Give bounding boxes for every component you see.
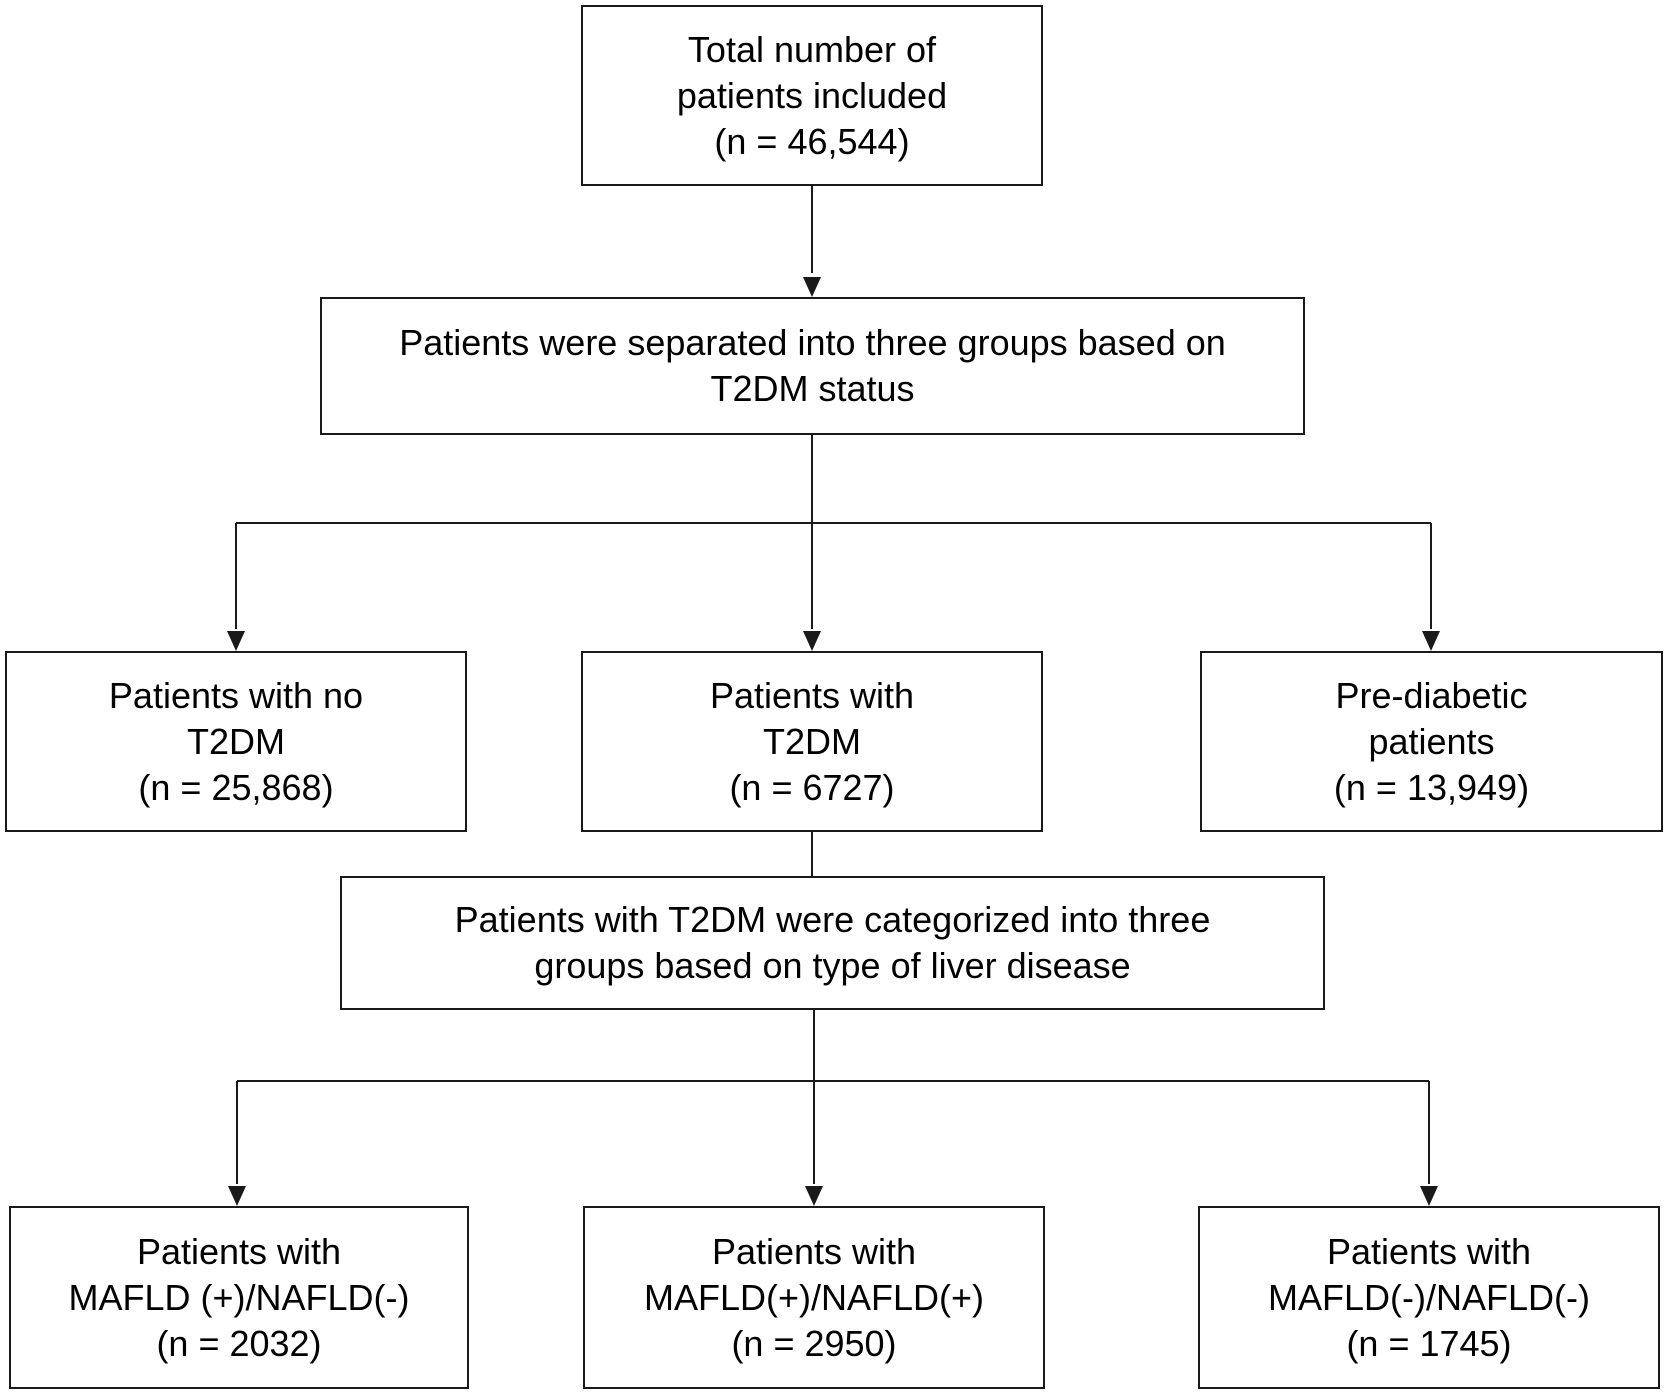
prediabetic-line-1: Pre-diabetic <box>1335 674 1528 716</box>
with-t2dm-line-2: T2DM <box>763 720 861 762</box>
prediabetic-box: Pre-diabetic patients (n = 13,949) <box>1200 651 1663 832</box>
no-t2dm-count: (n = 25,868) <box>138 766 334 808</box>
no-t2dm-line-2: T2DM <box>187 720 285 762</box>
neither-count: (n = 1745) <box>1346 1322 1512 1364</box>
categorization-line-2: groups based on type of liver disease <box>534 945 1131 986</box>
mafld-only-line-2: MAFLD (+)/NAFLD(-) <box>68 1276 410 1318</box>
mafld-only-line-1: Patients with <box>136 1230 342 1272</box>
no-t2dm-line-1: Patients with no <box>108 674 364 716</box>
separation-box: Patients were separated into three group… <box>320 297 1305 435</box>
neither-line-1: Patients with <box>1326 1230 1532 1272</box>
arrowhead-to-mafld-nafld <box>805 1186 823 1206</box>
total-patients-line-2: patients included <box>676 74 948 116</box>
mafld-nafld-line-2: MAFLD(+)/NAFLD(+) <box>643 1276 985 1318</box>
prediabetic-line-2: patients <box>1368 720 1495 762</box>
mafld-nafld-count: (n = 2950) <box>731 1322 897 1364</box>
with-t2dm-line-1: Patients with <box>709 674 915 716</box>
categorization-box: Patients with T2DM were categorized into… <box>340 876 1325 1010</box>
total-patients-count: (n = 46,544) <box>714 120 910 162</box>
with-t2dm-box: Patients with T2DM (n = 6727) <box>581 651 1043 832</box>
total-patients-box: Total number of patients included (n = 4… <box>581 5 1043 186</box>
no-t2dm-box: Patients with no T2DM (n = 25,868) <box>5 651 467 832</box>
mafld-nafld-line-1: Patients with <box>711 1230 917 1272</box>
arrowhead-to-mafld-only <box>228 1186 246 1206</box>
arrowhead-to-no-t2dm <box>227 631 245 651</box>
neither-line-2: MAFLD(-)/NAFLD(-) <box>1268 1276 1590 1318</box>
prediabetic-count: (n = 13,949) <box>1333 766 1530 808</box>
arrowhead-to-with-t2dm <box>803 631 821 651</box>
arrowhead-to-prediabetic <box>1422 631 1440 651</box>
mafld-only-count: (n = 2032) <box>156 1322 322 1364</box>
arrowhead-total-to-separation <box>803 277 821 297</box>
mafld-nafld-box: Patients with MAFLD(+)/NAFLD(+) (n = 295… <box>583 1206 1045 1389</box>
mafld-only-box: Patients with MAFLD (+)/NAFLD(-) (n = 20… <box>9 1206 469 1389</box>
with-t2dm-count: (n = 6727) <box>729 766 895 808</box>
neither-box: Patients with MAFLD(-)/NAFLD(-) (n = 174… <box>1198 1206 1660 1389</box>
separation-line-2: T2DM status <box>710 368 915 409</box>
separation-line-1: Patients were separated into three group… <box>399 322 1226 363</box>
total-patients-line-1: Total number of <box>687 28 937 70</box>
categorization-line-1: Patients with T2DM were categorized into… <box>454 899 1211 940</box>
arrowhead-to-neither <box>1420 1186 1438 1206</box>
